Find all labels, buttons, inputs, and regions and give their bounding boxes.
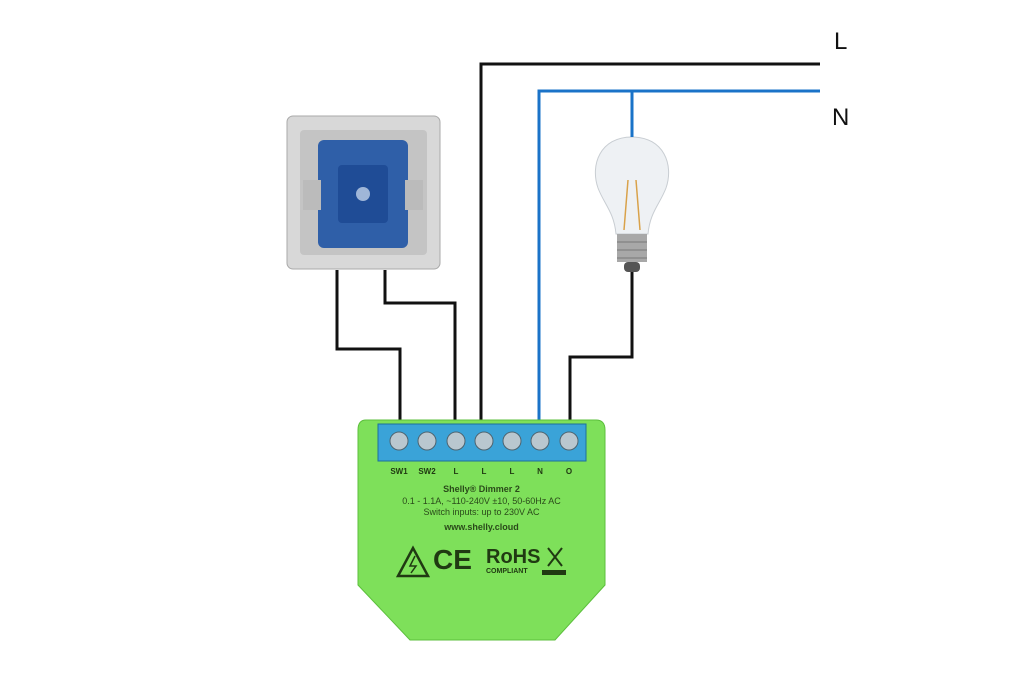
terminal-label: SW2 [418, 467, 436, 476]
terminal-label: SW1 [390, 467, 408, 476]
light-bulb [594, 136, 670, 272]
shelly-dimmer-device [357, 419, 606, 641]
terminal-label: N [537, 467, 543, 476]
sw2-wire [383, 270, 457, 425]
rohs-compliant: COMPLIANT [486, 568, 528, 575]
terminal-label: L [453, 467, 459, 476]
sw1-wire [335, 270, 402, 425]
bulb-output-wire [568, 272, 634, 425]
terminal-label: L [509, 467, 515, 476]
live-label: L [834, 28, 848, 55]
neutral-wire [537, 89, 820, 425]
terminal-label: O [565, 467, 573, 476]
wall-switch [286, 115, 441, 270]
neutral-label: N [832, 104, 850, 131]
device-switch-inputs: Switch inputs: up to 230V AC [423, 507, 540, 517]
device-website: www.shelly.cloud [444, 522, 519, 532]
device-rating: 0.1 - 1.1A, ~110-240V ±10, 50-60Hz AC [402, 496, 561, 506]
live-wire [479, 62, 820, 425]
terminal-label: L [481, 467, 487, 476]
device-name: Shelly® Dimmer 2 [443, 484, 520, 494]
rohs-mark: RoHS [486, 546, 541, 568]
ce-mark: CE [433, 544, 472, 575]
